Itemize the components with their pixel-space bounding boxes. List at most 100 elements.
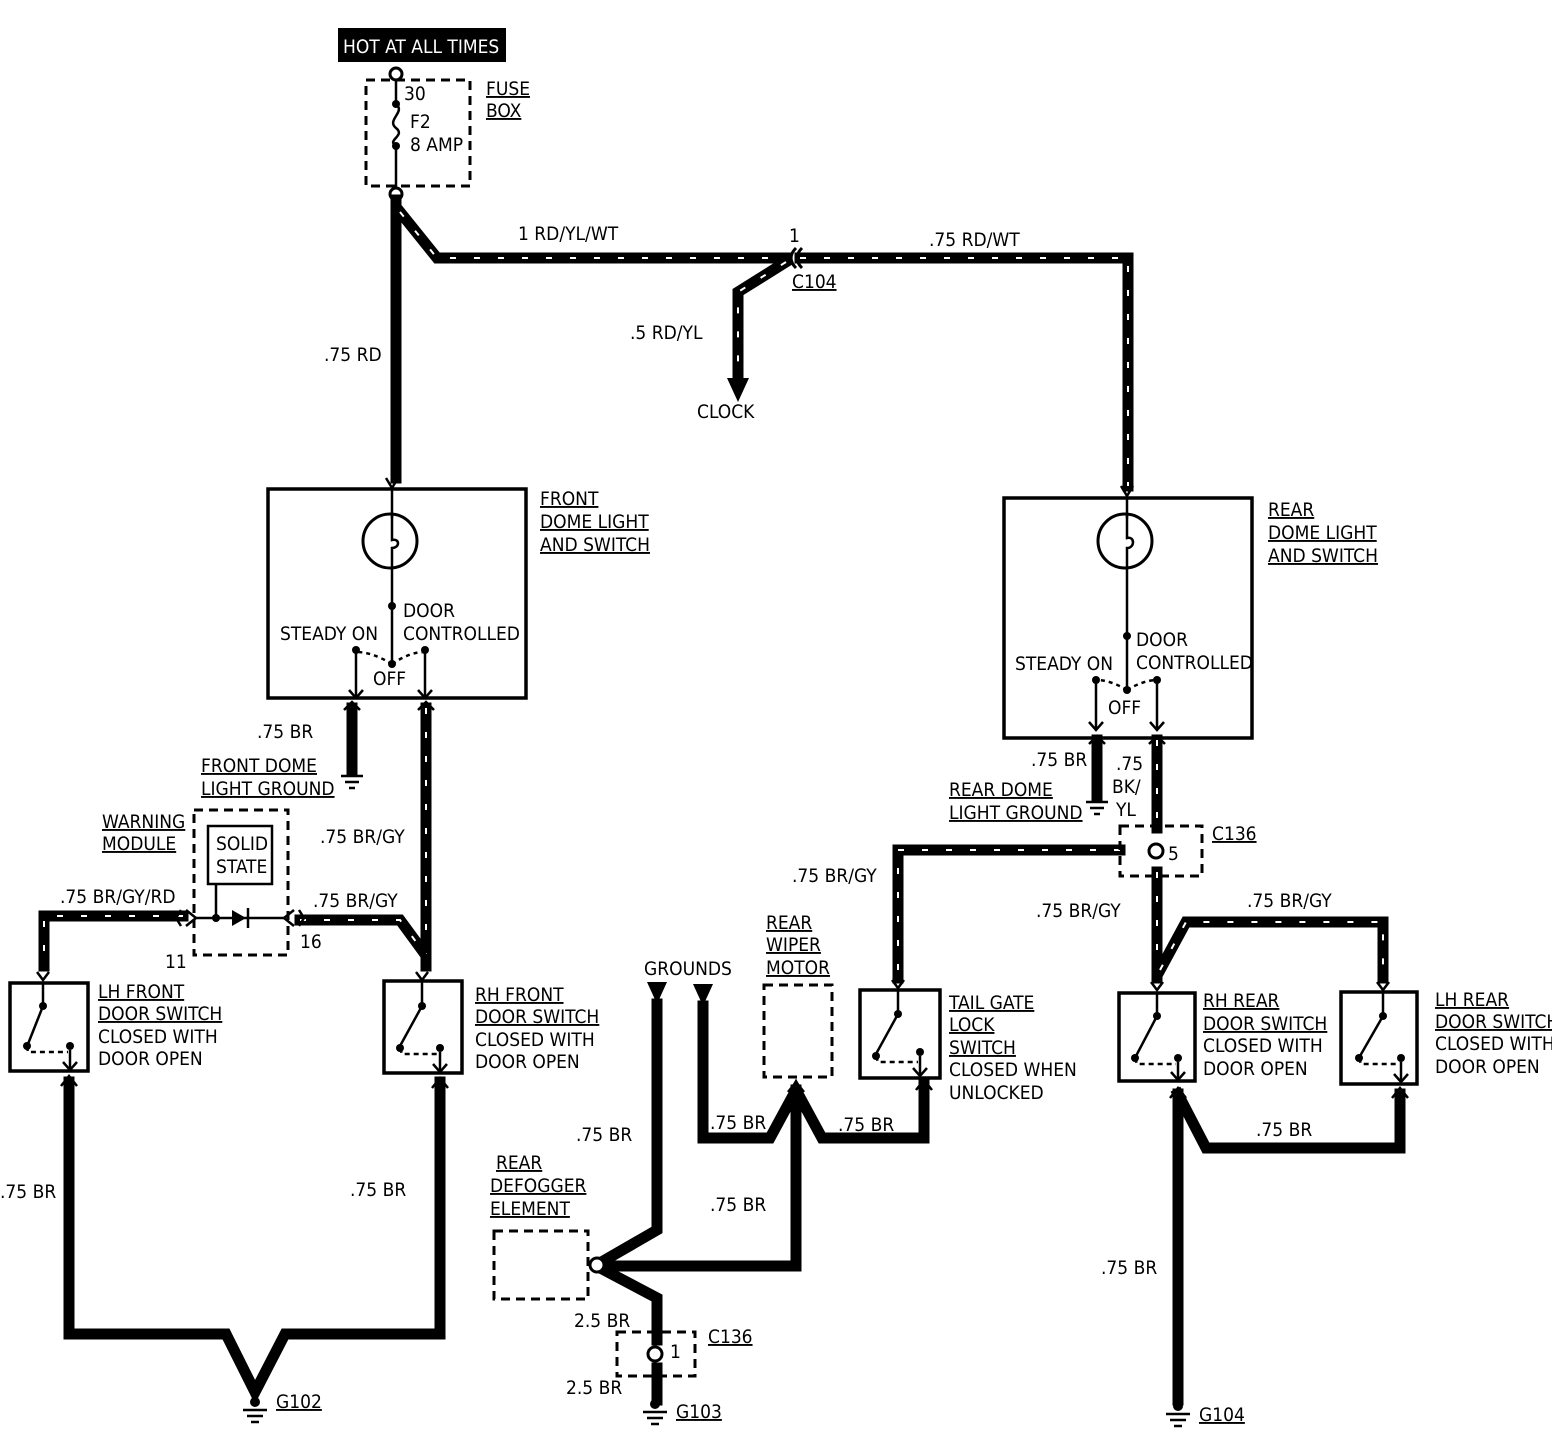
lh-rear-switch-title: LH REAR (1435, 989, 1509, 1011)
wire-labels: 1 RD/YL/WT .75 RD/WT .75 RD .5 RD/YL .75… (0, 223, 1332, 1399)
wire-75-br-gy-rd (38, 910, 189, 972)
rear-wiper-title: REAR (766, 912, 812, 934)
rear-dome-ground-title: REAR DOME (949, 779, 1053, 801)
wire-grounds-left (590, 998, 663, 1272)
wire-label-bk-yl-2: BK/ (1112, 776, 1141, 798)
front-dome-title-2: DOME LIGHT (540, 511, 649, 533)
wire-label-bk-yl-1: .75 (1116, 753, 1143, 775)
wire-label-rh-rear-br-gy: .75 BR/GY (1036, 900, 1121, 922)
front-dome-steady-on: STEADY ON (280, 623, 378, 645)
grounds-arrows: GROUNDS (644, 958, 732, 1006)
rear-dome-controlled: CONTROLLED (1136, 652, 1253, 674)
rear-dome-door: DOOR (1136, 629, 1188, 651)
wire-wiper-to-defogger (596, 1084, 802, 1272)
rear-defogger-title-3: ELEMENT (490, 1198, 570, 1220)
lh-rear-switch-desc: CLOSED WITH (1435, 1033, 1552, 1055)
rear-dome-off: OFF (1108, 697, 1141, 719)
c104-connector: 1 C104 (789, 225, 837, 293)
hot-at-all-times-tag: HOT AT ALL TIMES (338, 28, 506, 62)
front-dome-ground-title-2: LIGHT GROUND (201, 778, 335, 800)
wire-label-lh-rear-br-gy: .75 BR/GY (1247, 890, 1332, 912)
c104-label: C104 (792, 271, 837, 293)
module-pin-11: 11 (165, 951, 187, 973)
front-dome-controlled: CONTROLLED (403, 623, 520, 645)
front-dome-light-and-switch: STEADY ON DOOR CONTROLLED OFF FRONT DOME… (266, 477, 650, 711)
wire-label-g104-br: .75 BR (1101, 1257, 1157, 1279)
wire-label-br-gy-rd: .75 BR/GY/RD (60, 886, 176, 908)
wire-label-bk-yl-3: YL (1115, 799, 1136, 821)
rh-rear-switch-title-2: DOOR SWITCH (1203, 1013, 1327, 1035)
wire-label-rh-front-br: .75 BR (350, 1179, 406, 1201)
rear-dome-steady-on: STEADY ON (1015, 653, 1113, 675)
wires (38, 194, 1406, 1406)
tail-gate-title-2: LOCK (949, 1014, 995, 1036)
rear-wiper-title-3: MOTOR (766, 957, 830, 979)
tail-gate-title-3: SWITCH (949, 1037, 1016, 1059)
lh-front-door-switch (8, 971, 90, 1087)
rear-wiper-title-2: WIPER (766, 934, 821, 956)
rh-front-switch-desc: CLOSED WITH (475, 1029, 595, 1051)
wire-label-mid-br: .75 BR (710, 1194, 766, 1216)
wire-label-tail-br-gy: .75 BR/GY (792, 865, 877, 887)
wire-label-lh-front-br: .75 BR (0, 1181, 56, 1203)
wire-label-rd-wt: .75 RD/WT (929, 229, 1020, 251)
wire-label-rd-yl-wt: 1 RD/YL/WT (518, 223, 619, 245)
clock-label: CLOCK (697, 401, 755, 423)
wire-label-defog-br-2: 2.5 BR (566, 1377, 622, 1399)
tail-gate-desc: CLOSED WHEN (949, 1059, 1077, 1081)
rh-front-switch-desc-2: DOOR OPEN (475, 1051, 580, 1073)
fuse-box-title: FUSE (486, 78, 530, 100)
rh-front-switch-title-2: DOOR SWITCH (475, 1006, 599, 1028)
wire-label-rear-door-br: .75 BR (1256, 1119, 1312, 1141)
g103-label: G103 (676, 1401, 722, 1423)
wire-label-front-br-gy: .75 BR/GY (320, 826, 405, 848)
front-dome-title: FRONT (540, 488, 599, 510)
module-pin-16: 16 (300, 931, 322, 953)
c104-pin: 1 (789, 225, 800, 247)
lh-front-switch-title: LH FRONT (98, 981, 185, 1003)
wire-label-wiper-br: .75 BR (710, 1112, 766, 1134)
wire-label-grounds-br: .75 BR (576, 1124, 632, 1146)
rear-defogger-title-2: DEFOGGER (490, 1175, 587, 1197)
lh-rear-switch-desc-2: DOOR OPEN (1435, 1056, 1540, 1078)
front-dome-ground-title: FRONT DOME (201, 755, 317, 777)
c136-top-connector: 5 C136 (1118, 823, 1257, 878)
tail-gate-lock-switch (858, 979, 942, 1091)
wire-label-defog-br-1: 2.5 BR (574, 1310, 630, 1332)
rear-dome-light-and-switch: STEADY ON DOOR CONTROLLED OFF REAR DOME … (1002, 485, 1378, 745)
rh-rear-switch-title: RH REAR (1203, 990, 1280, 1012)
rear-dome-title: REAR (1268, 499, 1314, 521)
fuse-rating: 8 AMP (410, 134, 463, 156)
hot-at-all-times-label: HOT AT ALL TIMES (343, 36, 499, 58)
wire-5-rd-yl (732, 254, 794, 386)
rear-wiper-motor: REAR WIPER MOTOR (762, 912, 834, 1093)
fuse-name: F2 (410, 111, 431, 133)
c136-bottom-label: C136 (708, 1326, 753, 1348)
c136-top-label: C136 (1212, 823, 1257, 845)
rh-rear-switch-desc-2: DOOR OPEN (1203, 1058, 1308, 1080)
rh-front-switch-title: RH FRONT (475, 984, 564, 1006)
rear-defogger-title: REAR (496, 1152, 542, 1174)
rear-dome-ground-symbol (1086, 800, 1108, 816)
c136-bottom-pin: 1 (670, 1341, 681, 1363)
front-dome-title-3: AND SWITCH (540, 534, 650, 556)
rear-dome-ground-title-2: LIGHT GROUND (949, 802, 1083, 824)
c136-bottom-connector: 1 C136 (615, 1326, 753, 1378)
c136-top-pin: 5 (1168, 843, 1179, 865)
front-dome-off: OFF (373, 668, 406, 690)
wire-label-rd-yl: .5 RD/YL (630, 322, 703, 344)
lh-rear-switch-title-2: DOOR SWITCH (1435, 1011, 1552, 1033)
warning-module-title-2: MODULE (102, 833, 176, 855)
g104-label: G104 (1199, 1404, 1245, 1426)
grounds-label: GROUNDS (644, 958, 732, 980)
lh-front-switch-desc-2: DOOR OPEN (98, 1048, 203, 1070)
rear-dome-title-3: AND SWITCH (1268, 545, 1378, 567)
rear-dome-title-2: DOME LIGHT (1268, 522, 1377, 544)
front-dome-door: DOOR (403, 600, 455, 622)
wire-label-rd: .75 RD (324, 344, 382, 366)
ground-g103: G103 (643, 1399, 722, 1426)
lh-front-switch-desc: CLOSED WITH (98, 1026, 218, 1048)
fuse-box-title-2: BOX (486, 100, 522, 122)
wire-label-rear-dome-br: .75 BR (1031, 749, 1087, 771)
